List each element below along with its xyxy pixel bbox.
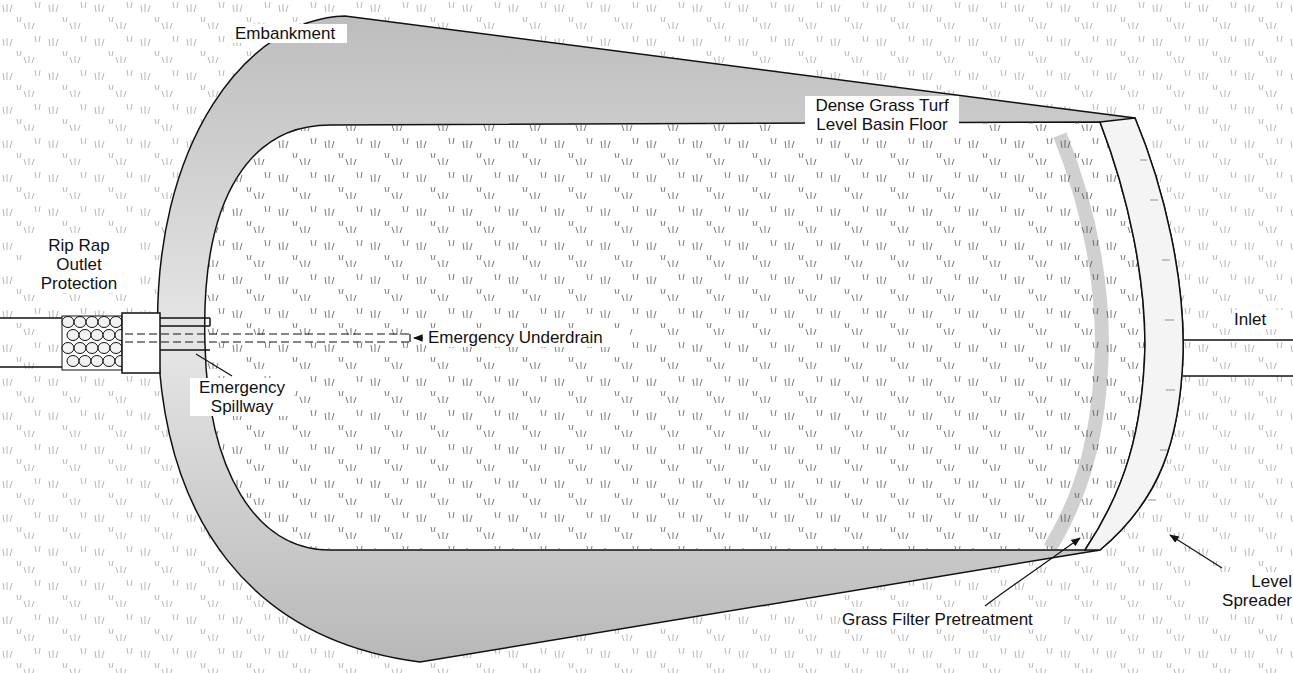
riprap-stone [62,317,74,328]
part-label: Rip Rap Outlet Protection [22,236,136,293]
riprap-stone [98,343,110,354]
underdrain-leader [414,337,423,338]
outlet-pipe [0,318,62,367]
riprap-stone [79,356,91,367]
spreader-water [1140,160,1175,500]
riprap-stone [110,317,122,328]
riprap-stones [62,317,127,367]
filter-leader [985,538,1080,606]
riprap-stone [103,330,115,341]
riprap-stone [86,317,98,328]
riprap-stone [98,317,110,328]
riprap [62,316,122,370]
outlet-headwall [122,313,160,373]
riprap-stone [67,330,79,341]
part-label: Inlet [1232,310,1286,329]
spreader-leader [1170,535,1222,568]
riprap-stone [103,356,115,367]
part-label: Emergency Underdrain [426,328,630,347]
part-label: Grass Filter Pretreatment [840,610,1064,629]
part-label: Emergency Spillway [190,378,294,416]
riprap-stone [110,343,122,354]
emergency-underdrain-pipe [125,334,410,342]
spillway-leader [196,354,232,376]
part-label: Level Spreader [1190,572,1293,610]
grass-filter-strip [1050,135,1102,548]
riprap-stone [74,317,86,328]
part-label: Embankment [233,24,347,43]
inlet-pipe [1183,340,1293,376]
riprap-stone [74,343,86,354]
basin-floor [205,122,1145,550]
part-label: Dense Grass Turf Level Basin Floor [805,96,959,134]
riprap-stone [67,356,79,367]
embankment [158,16,1184,662]
riprap-stone [86,343,98,354]
grass-turf [205,122,1145,550]
riprap-stone [91,356,103,367]
riprap-stone [79,330,91,341]
riprap-stone [62,343,74,354]
riprap-stone [91,330,103,341]
